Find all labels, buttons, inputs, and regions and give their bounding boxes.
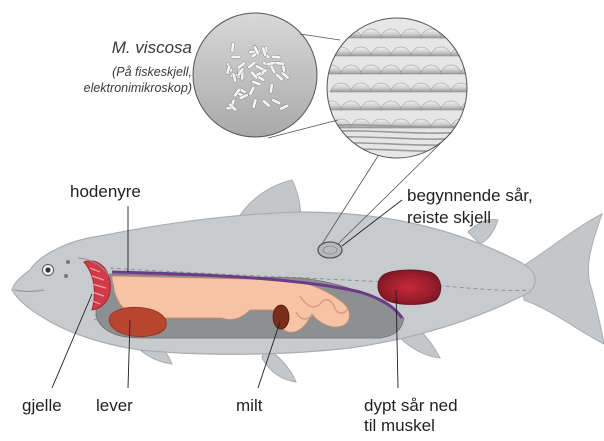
scale bbox=[460, 29, 482, 38]
pupil bbox=[45, 267, 50, 272]
label-dypt-line2: til muskel bbox=[364, 416, 435, 436]
scale bbox=[470, 119, 492, 128]
species-name: M. viscosa bbox=[0, 38, 192, 58]
scale bbox=[320, 29, 342, 38]
head-pore bbox=[64, 274, 68, 278]
species-note-line1: (På fiskeskjell, bbox=[0, 64, 192, 81]
label-hodenyre: hodenyre bbox=[70, 182, 141, 202]
bacterium bbox=[231, 55, 241, 58]
scale bbox=[440, 29, 462, 38]
label-gjelle: gjelle bbox=[22, 396, 62, 416]
deep-ulcer bbox=[378, 270, 441, 305]
sem-scale-view bbox=[320, 18, 492, 158]
spleen bbox=[273, 305, 289, 329]
scale bbox=[470, 83, 492, 92]
scale bbox=[470, 47, 492, 56]
label-milt: milt bbox=[236, 396, 262, 416]
label-lever: lever bbox=[96, 396, 133, 416]
label-begynnende-line2: reiste skjell bbox=[407, 208, 491, 228]
nostril bbox=[66, 260, 70, 264]
sem-bacteria-view bbox=[193, 13, 317, 137]
species-note-line2: elektronimikroskop) bbox=[0, 80, 192, 97]
label-begynnende-line1: begynnende sår, bbox=[407, 186, 533, 206]
bacterium bbox=[275, 61, 285, 65]
label-dypt-line1: dypt sår ned bbox=[364, 396, 458, 416]
early-ulcer bbox=[318, 242, 342, 258]
